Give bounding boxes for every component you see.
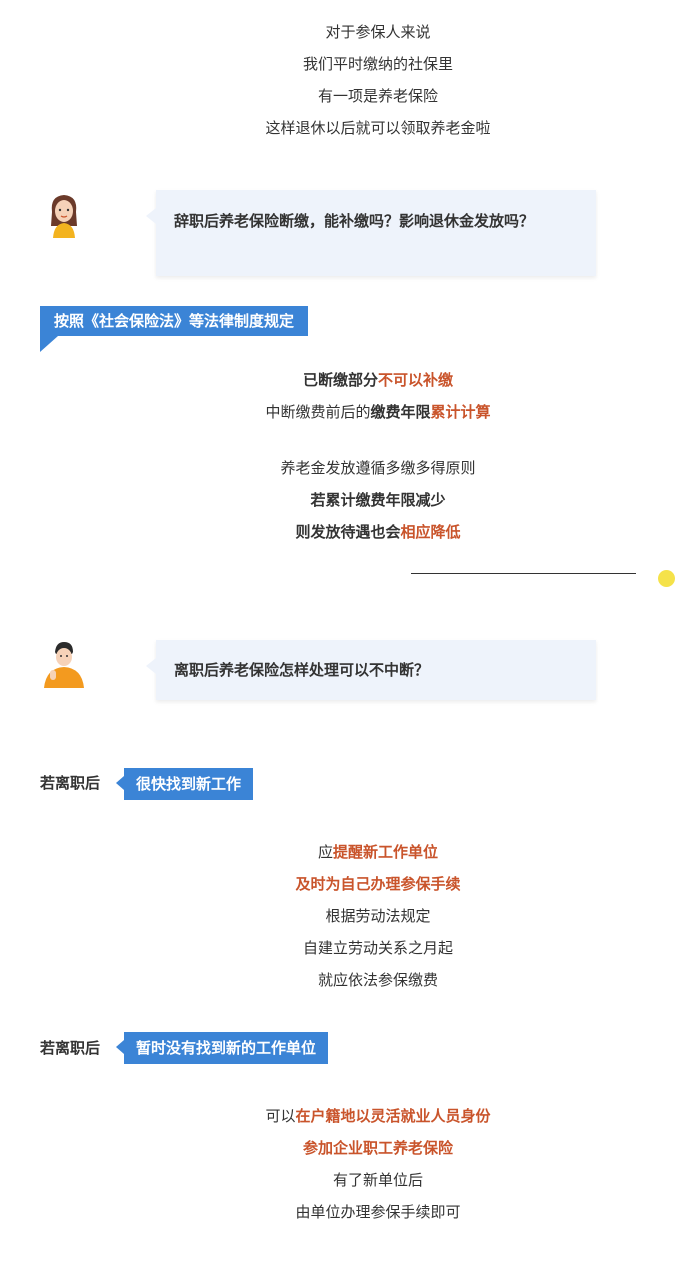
case1-tag-label: 很快找到新工作 [136, 775, 242, 793]
intro-line-3: 有一项是养老保险 [317, 87, 438, 105]
question-bubble-2: 离职后养老保险怎样处理可以不中断？ [146, 640, 596, 700]
s1-line-2-bold: 缴费年限 [370, 403, 431, 421]
c2-line-3: 有了新单位后 [332, 1171, 423, 1189]
s1-line-2-normal: 中断缴费前后的 [265, 403, 371, 421]
s1-line-1-red: 不可以补缴 [378, 371, 454, 389]
c1-line-1: 应提醒新工作单位 [0, 842, 682, 862]
law-tag-fold [40, 336, 58, 352]
c1-line-2: 及时为自己办理参保手续 [295, 875, 461, 893]
case2-tag: 暂时没有找到新的工作单位 [115, 1032, 329, 1064]
divider-line [411, 573, 636, 574]
c2-line-4: 由单位办理参保手续即可 [295, 1203, 461, 1221]
s1-line-5: 则发放待遇也会相应降低 [0, 522, 682, 542]
law-tag-label: 按照《社会保险法》等法律制度规定 [54, 312, 295, 330]
c1-line-3: 根据劳动法规定 [325, 907, 431, 925]
question-bubble-1: 辞职后养老保险断缴，能补缴吗？影响退休金发放吗？ [146, 190, 596, 276]
s1-line-2: 中断缴费前后的缴费年限累计计算 [0, 402, 682, 422]
c2-line-2: 参加企业职工养老保险 [302, 1139, 453, 1157]
boy-avatar-icon [42, 640, 86, 694]
s1-line-5-normal: 则发放待遇也会 [295, 523, 401, 541]
s1-line-1-normal: 已断缴部分 [302, 371, 378, 389]
case1-prefix: 若离职后 [40, 774, 101, 792]
girl-avatar-icon [44, 192, 84, 244]
intro-line-4: 这样退休以后就可以领取养老金啦 [265, 119, 491, 137]
law-tag: 按照《社会保险法》等法律制度规定 [40, 306, 309, 336]
s1-line-3: 养老金发放遵循多缴多得原则 [280, 459, 476, 477]
s1-line-2-red: 累计计算 [430, 403, 491, 421]
c2-line-1-normal: 可以 [265, 1107, 296, 1125]
s1-line-1: 已断缴部分不可以补缴 [0, 370, 682, 390]
intro-line-2: 我们平时缴纳的社保里 [302, 55, 453, 73]
case2-tag-label: 暂时没有找到新的工作单位 [136, 1039, 317, 1057]
intro-line-1: 对于参保人来说 [325, 23, 431, 41]
s1-line-5-red: 相应降低 [400, 523, 461, 541]
yellow-dot-icon [658, 570, 675, 587]
c1-line-4: 自建立劳动关系之月起 [302, 939, 453, 957]
s1-line-4: 若累计缴费年限减少 [310, 491, 446, 509]
case1-tag: 很快找到新工作 [115, 768, 254, 800]
c2-line-1: 可以在户籍地以灵活就业人员身份 [0, 1106, 682, 1126]
c1-line-1-red: 提醒新工作单位 [333, 843, 439, 861]
c1-line-5: 就应依法参保缴费 [317, 971, 438, 989]
case2-prefix: 若离职后 [40, 1039, 101, 1057]
c1-line-1-normal: 应 [317, 843, 333, 861]
c2-line-1-red: 在户籍地以灵活就业人员身份 [295, 1107, 491, 1125]
question-text-1: 辞职后养老保险断缴，能补缴吗？影响退休金发放吗？ [174, 212, 535, 230]
question-text-2: 离职后养老保险怎样处理可以不中断？ [174, 661, 430, 679]
